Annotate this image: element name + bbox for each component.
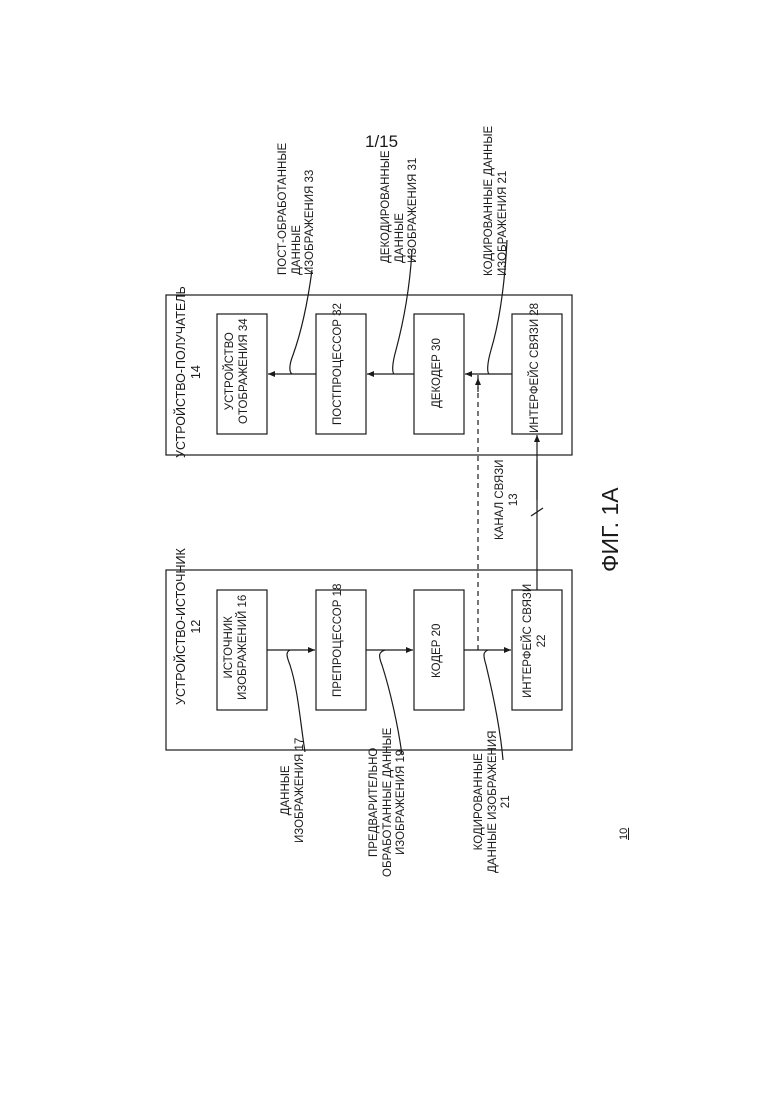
label-33-line1: ПОСТ-ОБРАБОТАННЫЕ	[277, 143, 291, 275]
display-device-line1: УСТРОЙСТВО	[224, 318, 238, 424]
decoder-block: ДЕКОДЕР 30	[431, 338, 445, 408]
source-device-label: УСТРОЙСТВО-ИСТОЧНИК 12	[174, 548, 204, 705]
display-device-line2: ОТОБРАЖЕНИЯ 34	[238, 318, 252, 424]
label-19-line3: ИЗОБРАЖЕНИЯ 19	[395, 728, 409, 877]
destination-device-label: УСТРОЙСТВО-ПОЛУЧАТЕЛЬ 14	[174, 286, 204, 458]
source-device-ref: 12	[189, 548, 204, 705]
label-31-line1: ДЕКОДИРОВАННЫЕ	[380, 150, 394, 263]
source-comm-interface-line2: 22	[536, 584, 550, 698]
label-21b-line2: ДАННЫЕ ИЗОБРАЖЕНИЯ	[487, 731, 501, 873]
label-19-line1: ПРЕДВАРИТЕЛЬНО	[368, 728, 382, 877]
channel-title: КАНАЛ СВЯЗИ	[494, 460, 508, 540]
figure-label: ФИГ. 1А	[597, 487, 624, 572]
postprocessor-label: ПОСТПРОЦЕССОР 32	[332, 303, 346, 425]
source-device-title: УСТРОЙСТВО-ИСТОЧНИК	[174, 548, 189, 705]
label-postprocessed-data-33: ПОСТ-ОБРАБОТАННЫЕ ДАННЫЕ ИЗОБРАЖЕНИЯ 33	[277, 143, 318, 275]
destination-device-title: УСТРОЙСТВО-ПОЛУЧАТЕЛЬ	[174, 286, 189, 458]
label-21t-line2: ИЗОБРАЖЕНИЯ 21	[497, 126, 511, 276]
label-31-line2: ДАННЫЕ	[394, 150, 408, 263]
postprocessor-block: ПОСТПРОЦЕССОР 32	[332, 303, 346, 425]
destination-device-ref: 14	[189, 286, 204, 458]
label-31-line3: ИЗОБРАЖЕНИЯ 31	[407, 150, 421, 263]
label-33-line2: ДАННЫЕ	[291, 143, 305, 275]
label-17-line2: ИЗОБРАЖЕНИЯ 17	[294, 738, 308, 843]
leader-31	[393, 250, 412, 374]
image-source-line2: ИЗОБРАЖЕНИЙ 16	[237, 595, 251, 700]
leader-17	[287, 650, 305, 752]
label-33-line3: ИЗОБРАЖЕНИЯ 33	[304, 143, 318, 275]
system-reference: 10	[618, 828, 631, 840]
sheet-number: 1/15	[365, 132, 398, 152]
label-decoded-data-31: ДЕКОДИРОВАННЫЕ ДАННЫЕ ИЗОБРАЖЕНИЯ 31	[380, 150, 421, 263]
encoder-block: КОДЕР 20	[431, 624, 445, 678]
leader-33	[290, 270, 312, 374]
label-21t-line1: КОДИРОВАННЫЕ ДАННЫЕ	[483, 126, 497, 276]
label-21b-line1: КОДИРОВАННЫЕ	[473, 731, 487, 873]
label-image-data-17: ДАННЫЕ ИЗОБРАЖЕНИЯ 17	[280, 738, 307, 843]
label-17-line1: ДАННЫЕ	[280, 738, 294, 843]
channel-label: КАНАЛ СВЯЗИ 13	[494, 460, 521, 540]
dest-comm-interface-block: ИНТЕРФЕЙС СВЯЗИ 28	[529, 303, 543, 433]
dest-comm-interface-label: ИНТЕРФЕЙС СВЯЗИ 28	[529, 303, 543, 433]
label-encoded-data-21-top: КОДИРОВАННЫЕ ДАННЫЕ ИЗОБРАЖЕНИЯ 21	[483, 126, 510, 276]
label-19-line2: ОБРАБОТАННЫЕ ДАННЫЕ	[382, 728, 396, 877]
image-source-line1: ИСТОЧНИК	[223, 595, 237, 700]
encoder-label: КОДЕР 20	[431, 624, 445, 678]
source-comm-interface-block: ИНТЕРФЕЙС СВЯЗИ 22	[522, 584, 549, 698]
preprocessor-block: ПРЕПРОЦЕССОР 18	[332, 584, 346, 697]
display-device-block: УСТРОЙСТВО ОТОБРАЖЕНИЯ 34	[224, 318, 251, 424]
decoder-label: ДЕКОДЕР 30	[431, 338, 445, 408]
source-comm-interface-line1: ИНТЕРФЕЙС СВЯЗИ	[522, 584, 536, 698]
label-21b-line3: 21	[500, 731, 514, 873]
channel-ref: 13	[508, 460, 522, 540]
preprocessor-label: ПРЕПРОЦЕССОР 18	[332, 584, 346, 697]
label-encoded-data-21-bottom: КОДИРОВАННЫЕ ДАННЫЕ ИЗОБРАЖЕНИЯ 21	[473, 731, 514, 873]
label-preprocessed-data-19: ПРЕДВАРИТЕЛЬНО ОБРАБОТАННЫЕ ДАННЫЕ ИЗОБР…	[368, 728, 409, 877]
image-source-block: ИСТОЧНИК ИЗОБРАЖЕНИЙ 16	[223, 595, 250, 700]
